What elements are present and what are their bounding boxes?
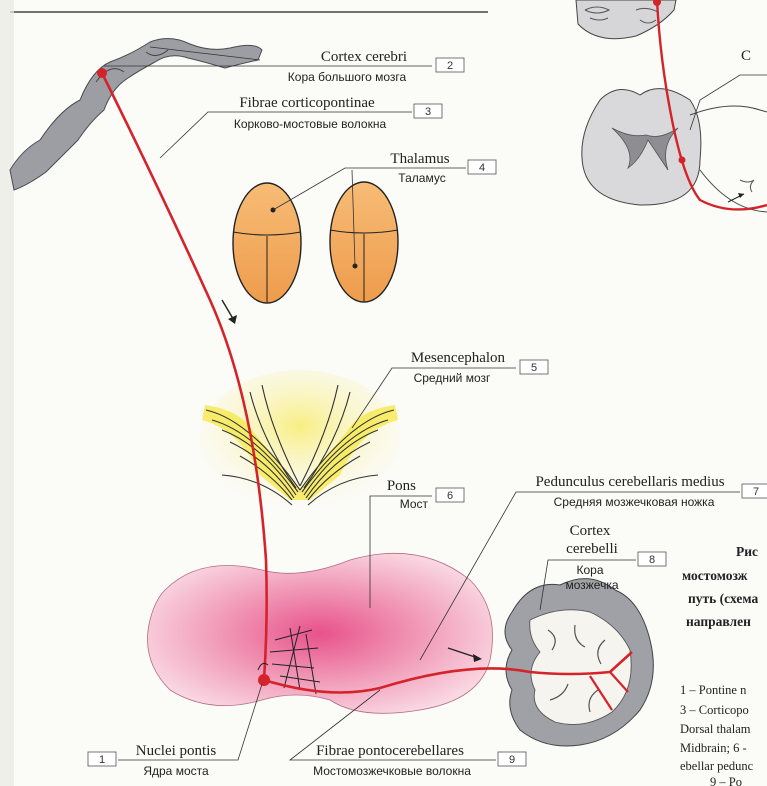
direction-arrow bbox=[222, 300, 237, 324]
label-cortex-cerebelli-latin-2: cerebelli bbox=[566, 541, 618, 557]
caption-title-line: путь (схема bbox=[688, 591, 758, 606]
thalamus-pair bbox=[233, 182, 398, 303]
pons bbox=[148, 553, 493, 713]
label-cortex-cerebelli-number: 8 bbox=[649, 554, 655, 566]
label-cortex-cerebri-russian: Кора большого мозга bbox=[288, 70, 407, 84]
label-pedunculus-russian: Средняя мозжечковая ножка bbox=[554, 495, 715, 509]
inset-label: C bbox=[741, 48, 751, 64]
label-cortex-cerebelli-russian-1: Кора bbox=[576, 563, 603, 577]
caption-title-line: мостомозж bbox=[682, 568, 748, 583]
spinal-cord-inset bbox=[576, 0, 767, 212]
legend-line: Dorsal thalam bbox=[680, 722, 751, 736]
figure-legend: 1 – Pontine n 3 – Corticopo Dorsal thala… bbox=[680, 683, 754, 786]
label-pedunculus-latin: Pedunculus cerebellaris medius bbox=[535, 474, 724, 490]
label-pontocerebellar-number: 9 bbox=[509, 754, 515, 766]
label-mesencephalon-latin: Mesencephalon bbox=[411, 350, 506, 366]
label-nuclei-pontis-russian: Ядра моста bbox=[143, 764, 209, 778]
label-thalamus-number: 4 bbox=[479, 162, 485, 174]
label-pons-number: 6 bbox=[447, 490, 453, 502]
legend-line: ebellar pedunc bbox=[680, 759, 754, 773]
page-gutter bbox=[0, 0, 14, 786]
label-cortex-cerebri-number: 2 bbox=[447, 60, 453, 72]
caption-title-line: Рис bbox=[736, 544, 758, 559]
label-pedunculus-number: 7 bbox=[753, 486, 759, 498]
label-nuclei-pontis-number: 1 bbox=[99, 754, 105, 766]
label-corticopontine-number: 3 bbox=[425, 106, 431, 118]
label-pons-latin: Pons bbox=[387, 478, 416, 494]
caption-title-line: направлен bbox=[686, 614, 751, 629]
label-corticopontine-russian: Корково-мостовые волокна bbox=[234, 117, 387, 131]
label-cortex-cerebelli-russian-2: мозжечка bbox=[565, 578, 618, 592]
label-thalamus-latin: Thalamus bbox=[390, 151, 449, 167]
legend-line: 3 – Corticopo bbox=[680, 703, 749, 717]
mesencephalon bbox=[200, 370, 400, 510]
label-cortex-cerebri-latin: Cortex cerebri bbox=[321, 49, 407, 65]
figure-caption: Рис мостомозж путь (схема направлен bbox=[682, 544, 758, 629]
label-cortex-cerebelli-latin-1: Cortex bbox=[570, 523, 611, 539]
legend-line: 9 – Po bbox=[710, 775, 742, 786]
label-pontocerebellar-russian: Мостомозжечковые волокна bbox=[313, 764, 471, 778]
legend-line: Midbrain; 6 - bbox=[680, 741, 747, 755]
label-thalamus-russian: Таламус bbox=[398, 171, 445, 185]
cerebral-cortex bbox=[10, 38, 262, 190]
label-nuclei-pontis-latin: Nuclei pontis bbox=[136, 743, 217, 759]
label-pons-russian: Мост bbox=[400, 497, 429, 511]
legend-line: 1 – Pontine n bbox=[680, 683, 747, 697]
label-mesencephalon-number: 5 bbox=[531, 362, 537, 374]
label-pontocerebellar-latin: Fibrae pontocerebellares bbox=[316, 743, 464, 759]
cerebellum bbox=[505, 579, 653, 746]
label-mesencephalon-russian: Средний мозг bbox=[414, 371, 491, 385]
label-corticopontine-latin: Fibrae corticopontinae bbox=[239, 95, 375, 111]
